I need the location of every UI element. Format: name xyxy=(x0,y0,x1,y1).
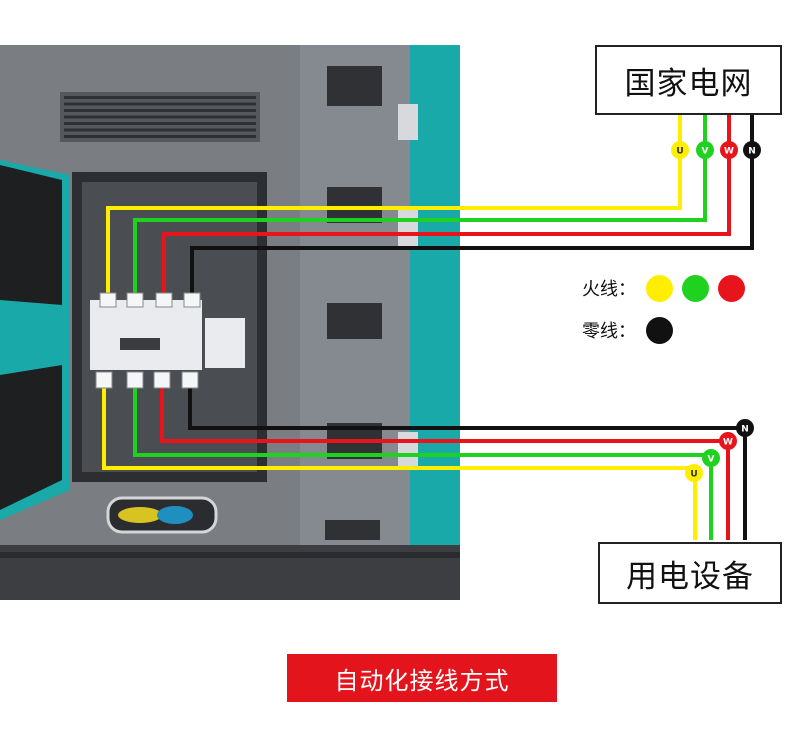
wire-u-bottom xyxy=(102,385,697,540)
equipment-label: 用电设备 xyxy=(598,542,782,604)
transfer-switch xyxy=(90,300,202,370)
legend-live: 火线： xyxy=(582,272,754,304)
terminal-v-bottom-label: V xyxy=(708,455,715,465)
vent-slat xyxy=(64,102,256,106)
vent-slat xyxy=(64,96,256,99)
terminal-n-top-label: N xyxy=(748,147,756,157)
terminal-n-top xyxy=(743,141,761,159)
legend-yellow-dot xyxy=(646,274,673,302)
vent-slat xyxy=(64,128,256,132)
terminal-n-bottom-label: N xyxy=(741,425,749,435)
open-door xyxy=(0,160,70,520)
power-grid-label: 国家电网 xyxy=(595,45,782,115)
controller-module xyxy=(205,318,245,368)
terminal-w-top xyxy=(720,141,738,159)
teal-side-panel xyxy=(410,45,460,545)
bottom-wires xyxy=(102,385,747,540)
terminal-u-top xyxy=(671,141,689,159)
terminal-w-bottom-label: W xyxy=(723,438,733,448)
terminal-v-top-label: V xyxy=(702,147,709,157)
terminal-u-bottom-label: U xyxy=(690,470,697,480)
legend-black-dot xyxy=(646,316,673,344)
vent-slat xyxy=(64,135,256,138)
terminal-u-top-label: U xyxy=(676,147,683,157)
wire-n-top xyxy=(190,110,754,298)
switch-lugs xyxy=(95,292,201,389)
wire-w-top xyxy=(162,110,731,298)
vent-grille xyxy=(60,92,260,142)
legend-neutral: 零线： xyxy=(582,314,682,346)
wire-n-bottom xyxy=(188,385,747,540)
terminal-w-bottom xyxy=(719,432,737,450)
wire-v-bottom xyxy=(133,385,713,540)
terminal-w-top-label: W xyxy=(724,147,734,157)
wire-w-bottom xyxy=(160,385,730,540)
terminal-n-bottom xyxy=(736,419,754,437)
equipment-terminals: N W V U xyxy=(685,419,754,482)
cabinet-handle xyxy=(106,496,218,534)
caption-banner: 自动化接线方式 xyxy=(287,654,557,702)
vent-slat xyxy=(64,122,256,125)
legend-neutral-label: 零线： xyxy=(582,321,636,342)
vent-slat xyxy=(64,115,256,119)
terminal-v-top xyxy=(696,141,714,159)
wire-v-top xyxy=(133,110,707,298)
terminal-v-bottom xyxy=(702,449,720,467)
vent-slat xyxy=(64,109,256,112)
grid-terminals: U V W N xyxy=(671,141,761,159)
legend-red-dot xyxy=(718,274,745,302)
legend-live-label: 火线： xyxy=(582,279,636,300)
legend-green-dot xyxy=(682,274,709,302)
terminal-u-bottom xyxy=(685,464,703,482)
